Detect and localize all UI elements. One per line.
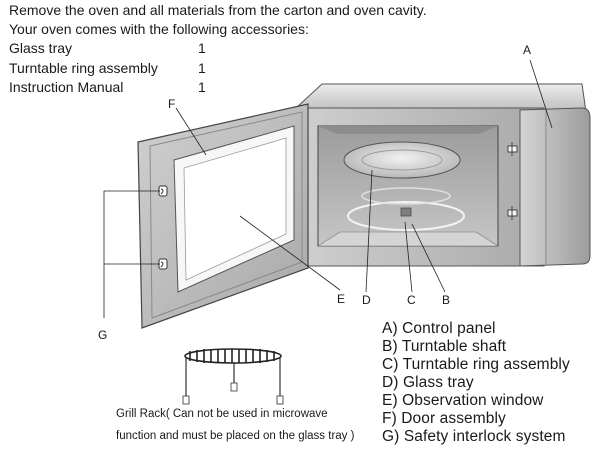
callout-a: A xyxy=(523,43,532,57)
accessory-qty: 1 xyxy=(198,60,206,76)
accessory-qty: 1 xyxy=(198,79,206,95)
observation-window-glass xyxy=(183,137,287,281)
door-hook xyxy=(158,258,168,270)
grill-caption-line-1: Grill Rack( Can not be used in microwave xyxy=(116,408,328,420)
glass-tray-rim xyxy=(361,149,443,171)
door-hook xyxy=(158,185,168,197)
turntable-ring-upper xyxy=(361,187,451,205)
grill-caption-line-2: function and must be placed on the glass… xyxy=(116,430,355,442)
control-panel xyxy=(519,107,591,267)
legend-item: E) Observation window xyxy=(382,392,544,409)
callout-lines xyxy=(103,59,553,318)
accessory-qty: 1 xyxy=(198,40,206,56)
accessory-name: Glass tray xyxy=(9,40,73,56)
legend-item: G) Safety interlock system xyxy=(382,428,566,445)
legend-item: D) Glass tray xyxy=(382,374,474,391)
intro-line-2: Your oven comes with the following acces… xyxy=(9,21,309,37)
callout-g: G xyxy=(98,328,108,342)
legend-item: C) Turntable ring assembly xyxy=(382,356,570,373)
glass-tray xyxy=(343,141,461,179)
callout-e: E xyxy=(337,292,346,306)
cavity-floor xyxy=(316,231,500,247)
callout-f: F xyxy=(168,97,176,111)
callout-b: B xyxy=(442,293,451,307)
turntable-shaft xyxy=(400,207,412,217)
intro-line-1: Remove the oven and all materials from t… xyxy=(9,2,427,18)
grill-rack xyxy=(182,348,284,405)
callout-c: C xyxy=(407,293,416,307)
latch-slot xyxy=(507,206,518,220)
accessory-name: Turntable ring assembly xyxy=(9,60,158,76)
legend-item: B) Turntable shaft xyxy=(382,338,507,355)
latch-slot xyxy=(507,142,518,156)
accessory-name: Instruction Manual xyxy=(9,79,124,95)
cavity-ceiling xyxy=(318,126,498,134)
legend-item: F) Door assembly xyxy=(382,410,506,427)
callout-d: D xyxy=(362,293,371,307)
legend-item: A) Control panel xyxy=(382,320,496,337)
